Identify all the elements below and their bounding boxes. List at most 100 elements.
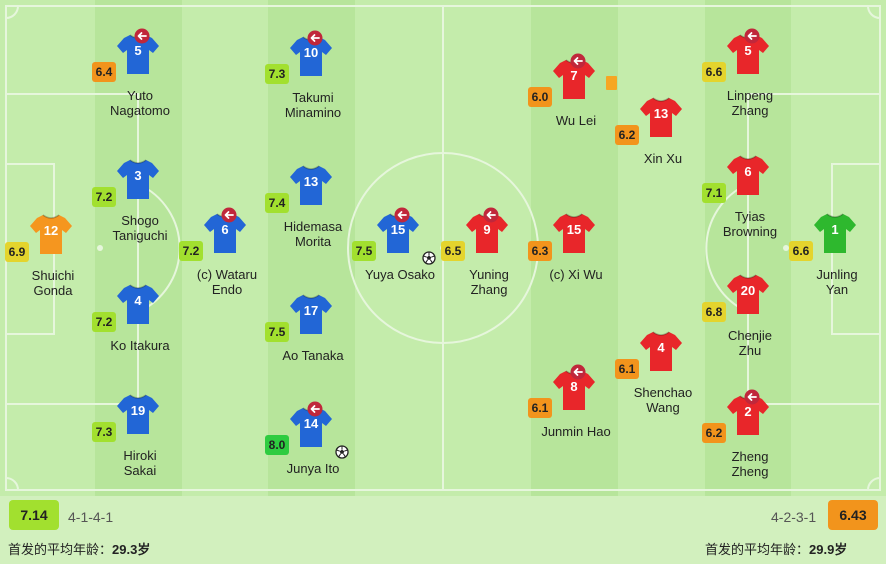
substitution-out-icon — [744, 28, 760, 44]
jersey-number: 1 — [831, 222, 839, 237]
jersey-number: 17 — [303, 303, 319, 318]
jersey-icon — [640, 97, 682, 137]
home-player[interactable]: 17 7.5 Ao Tanaka — [253, 264, 373, 363]
player-name: Ko Itakura — [110, 338, 170, 353]
substitution-out-icon — [307, 30, 323, 46]
player-rating: 7.3 — [92, 422, 116, 442]
player-name: Yuya Osako — [364, 267, 436, 282]
jersey-number: 14 — [303, 416, 319, 431]
player-rating: 7.4 — [265, 193, 289, 213]
substitution-out-icon — [483, 207, 499, 223]
player-rating: 6.8 — [702, 302, 726, 322]
jersey-number: 10 — [303, 45, 319, 60]
player-rating: 6.2 — [702, 423, 726, 443]
player-rating: 6.1 — [615, 359, 639, 379]
player-rating: 7.5 — [265, 322, 289, 342]
goal-ball-icon — [422, 251, 436, 265]
player-rating: 6.1 — [528, 398, 552, 418]
jersey-number: 3 — [134, 168, 142, 183]
jersey-number: 6 — [744, 164, 752, 179]
player-rating: 6.5 — [441, 241, 465, 261]
jersey-number: 5 — [744, 43, 752, 58]
player-rating: 6.6 — [702, 62, 726, 82]
jersey-number: 20 — [740, 283, 756, 298]
player-rating: 7.2 — [179, 241, 203, 261]
jersey-number: 13 — [303, 174, 319, 189]
home-formation: 4-1-4-1 — [68, 509, 114, 525]
away-formation: 4-2-3-1 — [771, 509, 817, 525]
jersey-icon — [117, 394, 159, 434]
player-name: Wu Lei — [555, 113, 597, 128]
player-rating: 6.2 — [615, 125, 639, 145]
player-name: Xin Xu — [643, 151, 683, 166]
jersey-number: 15 — [390, 222, 406, 237]
substitution-out-icon — [570, 364, 586, 380]
substitution-out-icon — [394, 207, 410, 223]
goal-ball-icon — [335, 445, 349, 459]
home-age-label: 首发的平均年龄： — [8, 542, 113, 557]
substitution-out-icon — [134, 28, 150, 44]
jersey-icon — [640, 331, 682, 371]
player-name: Ao Tanaka — [282, 348, 344, 363]
substitution-out-icon — [221, 207, 237, 223]
jersey-number: 13 — [653, 106, 669, 121]
player-rating: 8.0 — [265, 435, 289, 455]
away-age-value: 29.9岁 — [809, 542, 848, 557]
player-name: Junmin Hao — [541, 424, 611, 439]
away-age-label: 首发的平均年龄： — [705, 542, 810, 557]
jersey-number: 2 — [744, 404, 752, 419]
jersey-icon — [553, 213, 595, 253]
jersey-number: 6 — [221, 222, 229, 237]
player-rating: 6.3 — [528, 241, 552, 261]
player-rating: 7.1 — [702, 183, 726, 203]
player-rating: 7.2 — [92, 312, 116, 332]
player-rating: 7.3 — [265, 64, 289, 84]
home-team-rating: 7.14 — [9, 500, 59, 530]
away-team-rating: 6.43 — [828, 500, 878, 530]
jersey-number: 7 — [570, 68, 578, 83]
jersey-icon — [117, 159, 159, 199]
jersey-number: 4 — [134, 293, 142, 308]
player-rating: 6.9 — [5, 242, 29, 262]
jersey-number: 8 — [570, 379, 578, 394]
jersey-icon — [814, 213, 856, 253]
player-name: Junya Ito — [286, 461, 340, 476]
substitution-out-icon — [744, 389, 760, 405]
jersey-icon — [290, 294, 332, 334]
jersey-icon — [117, 284, 159, 324]
home-player[interactable]: 4 7.2 Ko Itakura — [80, 254, 200, 353]
jersey-number: 5 — [134, 43, 142, 58]
